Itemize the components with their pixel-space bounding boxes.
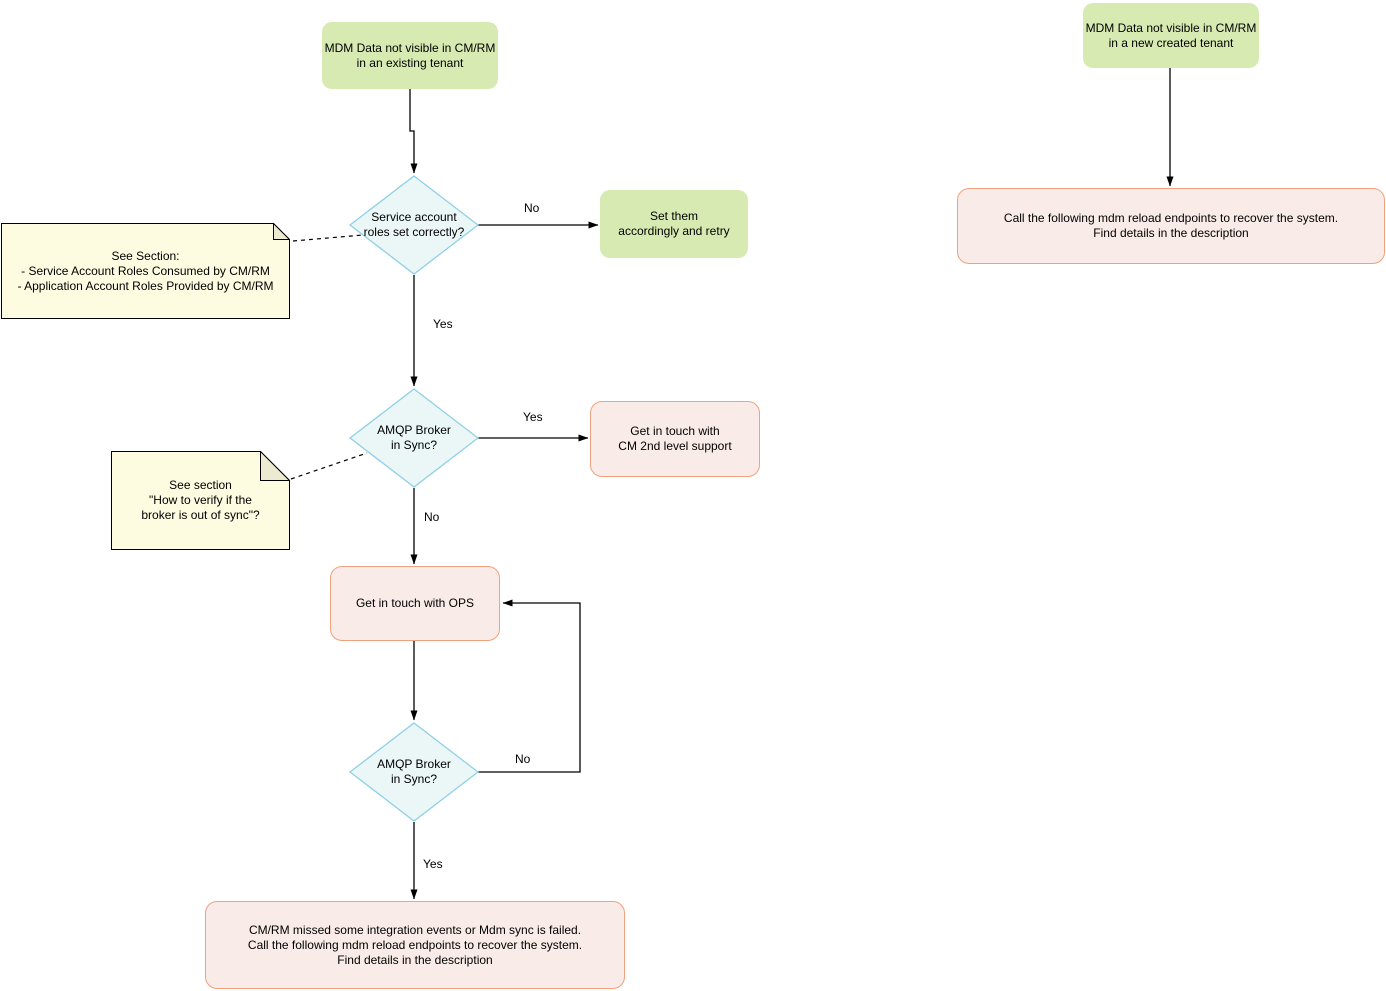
edge-label-broker1-no: No (422, 510, 442, 524)
edge-note1-link (292, 234, 364, 242)
diamond-shape (349, 388, 479, 488)
node-start-existing-tenant: MDM Data not visible in CM/RM in an exis… (322, 22, 498, 89)
edge-label-broker2-yes: Yes (421, 857, 445, 871)
note-service-account-roles-label: See Section: - Service Account Roles Con… (17, 248, 274, 293)
decision-amqp-broker-1: AMQP Broker in Sync? (349, 388, 479, 488)
diamond-shape (349, 175, 479, 275)
diamond-shape (349, 722, 479, 822)
node-reload-endpoints-new: Call the following mdm reload endpoints … (957, 188, 1385, 264)
edge-note2-link (290, 452, 368, 480)
decision-amqp-broker-2: AMQP Broker in Sync? (349, 722, 479, 822)
decision-service-account-roles-label: Service account roles set correctly? (363, 210, 465, 239)
note-shape (111, 451, 290, 550)
note-shape (1, 223, 290, 319)
edge-label-service-roles-yes: Yes (431, 317, 455, 331)
decision-service-account-roles: Service account roles set correctly? (349, 175, 479, 275)
edge-label-broker2-no: No (513, 752, 533, 766)
node-start-new-tenant: MDM Data not visible in CM/RM in a new c… (1083, 3, 1259, 68)
decision-amqp-broker-1-label: AMQP Broker in Sync? (377, 423, 451, 452)
note-broker-out-of-sync: See section "How to verify if the broker… (111, 451, 290, 550)
edge-label-broker1-yes: Yes (521, 410, 545, 424)
decision-amqp-broker-2-label: AMQP Broker in Sync? (377, 757, 451, 786)
node-reload-endpoints-existing: CM/RM missed some integration events or … (205, 901, 625, 989)
node-set-them-accordingly: Set them accordingly and retry (600, 190, 748, 258)
edge-decision3-no-loop (478, 599, 581, 773)
node-contact-cm-2nd-level: Get in touch with CM 2nd level support (590, 401, 760, 477)
node-contact-ops: Get in touch with OPS (330, 566, 500, 641)
edge-label-service-roles-no: No (522, 201, 542, 215)
note-broker-out-of-sync-label: See section "How to verify if the broker… (141, 478, 260, 522)
note-service-account-roles: See Section: - Service Account Roles Con… (1, 223, 290, 319)
edge-start-to-decision1 (409, 89, 418, 174)
